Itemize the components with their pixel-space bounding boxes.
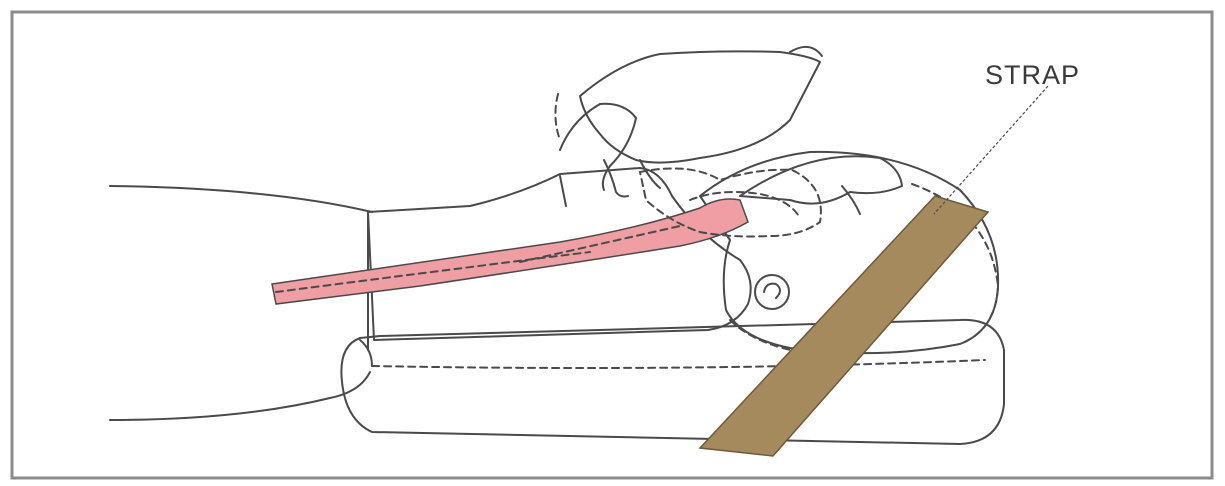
strap-label: STRAP [985, 60, 1080, 90]
